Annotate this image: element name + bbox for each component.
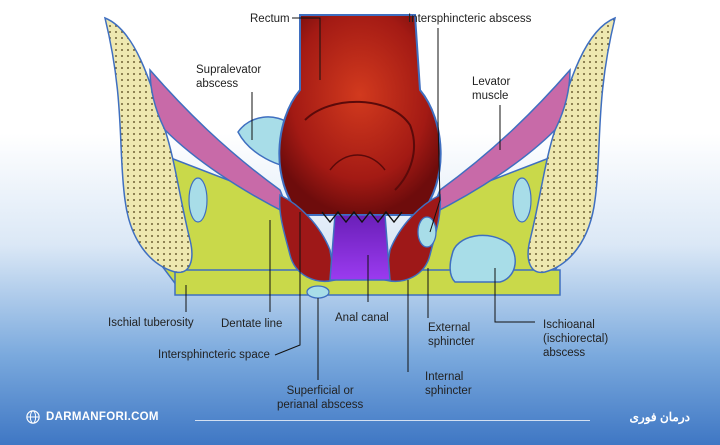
label-supralevator-abscess: Supralevator abscess xyxy=(196,64,262,90)
label-rectum: Rectum xyxy=(250,13,290,25)
label-dentate-line: Dentate line xyxy=(221,318,283,330)
label-intersphincteric-abscess: Intersphincteric abscess xyxy=(408,13,532,25)
label-intersphincteric-space: Intersphincteric space xyxy=(158,349,270,361)
footer-brand: درمان فوری xyxy=(629,410,691,424)
globe-icon xyxy=(26,410,40,424)
label-ischioanal-abscess: Ischioanal (ischiorectal) abscess xyxy=(543,319,609,359)
label-ischial-tuberosity: Ischial tuberosity xyxy=(108,317,194,329)
levator-muscle-left xyxy=(149,68,292,217)
intersphincteric-abscess-shape xyxy=(417,216,437,248)
ischial-bone-left xyxy=(103,16,193,274)
rectum-shape xyxy=(278,14,442,216)
ischioanal-abscess-shape xyxy=(449,234,516,283)
label-internal-sphincter: Internal sphincter xyxy=(425,371,472,397)
dentate-line-shape xyxy=(321,210,403,224)
label-levator-muscle: Levator muscle xyxy=(472,76,511,102)
footer-divider xyxy=(195,420,590,421)
label-superficial-abscess: Superficial or perianal abscess xyxy=(277,385,364,411)
footer-site[interactable]: DARMANFORI.COM xyxy=(26,410,159,424)
ischial-bone-right xyxy=(527,16,617,274)
anal-canal-shape xyxy=(329,214,391,281)
label-external-sphincter: External sphincter xyxy=(428,322,475,348)
perianal-abscess-shape xyxy=(306,285,330,299)
label-anal-canal: Anal canal xyxy=(335,312,389,324)
footer-site-text: DARMANFORI.COM xyxy=(46,411,159,423)
sphincter-left xyxy=(278,193,336,282)
